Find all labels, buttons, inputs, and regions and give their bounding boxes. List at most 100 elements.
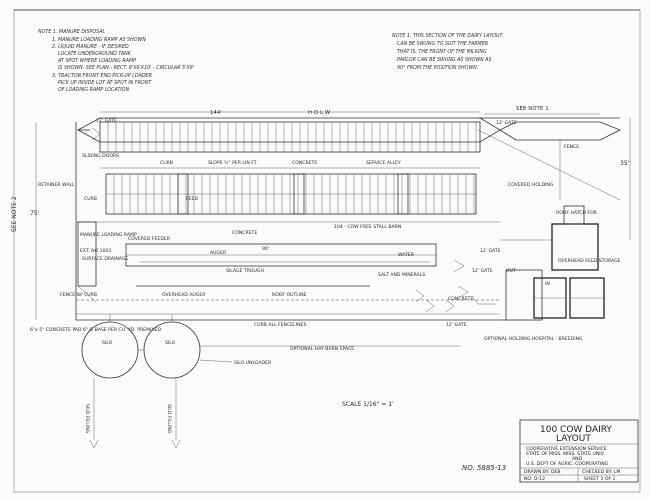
- label-covered-feeder: COVERED FEEDER: [128, 236, 171, 242]
- label-water: WATER: [398, 252, 415, 258]
- north-stall-block: [99, 121, 481, 153]
- ramp-slope-line: [77, 285, 97, 303]
- crossover-3: [397, 173, 409, 215]
- drawing-labels: 12' GATE 12' GATE 12' GATE 12' GATE 12' …: [30, 110, 630, 472]
- label-feed: FEED: [186, 196, 198, 202]
- label-ext-no: EXT. NO 1003: [80, 248, 111, 254]
- gate-chevrons: [91, 127, 469, 313]
- label-hay-barn: OPTIONAL HAY BARN SPACE: [290, 346, 354, 352]
- label-silo-filling-1: SILO FILLING: [84, 404, 90, 434]
- lot-outline: [75, 122, 500, 321]
- label-roof-hatch: ROOF HATCH FOR: [556, 210, 598, 216]
- label-curb-left: CURB: [84, 196, 97, 202]
- notes-left: NOTE 1. MANURE DISPOSAL 1. MANURE LOADIN…: [38, 29, 194, 93]
- label-concrete-top: CONCRETE: [292, 160, 317, 166]
- notes-right-line: PARLOR CAN BE SWUNG AS SHOWN AS: [397, 57, 492, 63]
- chevron-icon: [445, 299, 455, 313]
- notes-right-line: THAT IS, THE FRONT OF THE MILKING: [397, 49, 487, 55]
- label-scale: SCALE 1/16" = 1': [342, 401, 394, 408]
- label-gate-mid-right-2: 12' GATE: [472, 268, 493, 274]
- label-dim-left: 75': [30, 210, 40, 217]
- notes-left-line: AT SPOT WHERE LOADING RAMP: [57, 58, 136, 64]
- roof-hatch-box: [563, 205, 585, 225]
- label-curb-top: CURB: [160, 160, 173, 166]
- label-fence: FENCE: [564, 144, 579, 150]
- out-room: [505, 269, 543, 321]
- chevron-icon: [425, 299, 435, 313]
- notes-right: NOTE 1. THIS SECTION OF THE DAIRY LAYOUT…: [392, 33, 600, 115]
- label-in: IN: [545, 281, 550, 287]
- concrete-arrow: [471, 295, 496, 305]
- label-dim-90: 90': [262, 246, 269, 252]
- notes-left-line: 1. MANURE LOADING RAMP AS SHOWN: [52, 37, 146, 43]
- label-out: OUT: [506, 268, 516, 274]
- holding-fence-diag: [477, 129, 621, 201]
- main-barn: [75, 117, 501, 321]
- chevron-icon: [415, 289, 425, 303]
- margin-see-note-2: SEE NOTE 2: [11, 196, 18, 232]
- title-block-line: STATE OF MISS. MISS. STATE UNIV.: [526, 451, 605, 457]
- crossover-2: [293, 173, 305, 215]
- label-curb-fencelines: CURB ALL FENCELINES: [254, 322, 306, 328]
- label-overhead-auger: OVERHEAD AUGER: [162, 292, 206, 298]
- label-surface-drainage: SURFACE DRAINAGE: [82, 256, 128, 262]
- notes-left-line: OF LOADING RAMP LOCATION: [58, 87, 129, 93]
- label-silage-trough: SILAGE TROUGH: [226, 268, 264, 274]
- label-retainer-wall: RETAINER WALL: [38, 182, 75, 188]
- title-block-subtitle: LAYOUT: [556, 434, 591, 444]
- manure-loading-ramp: [77, 221, 97, 287]
- label-silo-2: SILO: [165, 340, 176, 346]
- label-sliding-doors: SLIDING DOORS: [82, 153, 119, 159]
- chevron-icon: [457, 285, 469, 299]
- notes-left-line: IS SHOWN. SEE PLAN - RECT. 8'X6'X10' - C…: [58, 65, 194, 71]
- chevron-icon: [453, 259, 465, 273]
- arrow-down-icon: [171, 439, 181, 449]
- label-drawing-no: NO. 5885-13: [462, 464, 506, 472]
- title-block-line: U.S. DEPT OF AGRIC. COOPERATING: [526, 461, 609, 467]
- label-gate-top-left: 12' GATE: [96, 118, 117, 124]
- notes-right-line: NOTE 1. THIS SECTION OF THE DAIRY LAYOUT: [392, 33, 504, 39]
- gate-holding-north: [499, 121, 621, 141]
- label-concrete-right: CONCRETE: [448, 296, 473, 302]
- label-silo-unloader: SILO UNLOADER: [234, 360, 272, 366]
- label-dim-right: 35': [620, 160, 630, 167]
- label-fence-curb: FENCE W/ CURB: [60, 292, 97, 298]
- title-block-number: NO: D-12: [524, 476, 545, 482]
- title-block-drawn-by: DRAWN BY: DEB: [524, 469, 561, 475]
- crossover-1: [177, 173, 189, 215]
- title-block-title: 100 COW DAIRY: [540, 425, 612, 435]
- silo-unloader-leader: [199, 359, 233, 363]
- label-dim-top: 144': [210, 110, 222, 116]
- chevron-icon: [91, 127, 101, 141]
- north-stall-row-outline: [77, 117, 501, 143]
- notes-right-line: 90° FROM THE POSITION SHOWN.: [397, 65, 478, 71]
- label-slope: SLOPE ¼" PER LIN FT: [208, 160, 257, 166]
- notes-left-line: 2. LIQUID MANURE - IF DESIRED: [52, 44, 129, 50]
- label-overhead-feed: OVERHEAD FEED STORAGE: [558, 258, 621, 264]
- label-hospital: OPTIONAL HOLDING HOSPITAL - BREEDING: [484, 336, 583, 342]
- arrow-down-icon: [89, 439, 99, 449]
- stalls-south: [113, 174, 475, 214]
- title-block-line: AND: [572, 456, 583, 462]
- label-stall-barn: 104 - COW FREE STALL BARN: [334, 224, 401, 230]
- title-block-line: COOPERATIVE EXTENSION SERVICE: [526, 446, 607, 452]
- notes-left-line: 3. TRACTOR FRONT END PICK-UP LOADER: [52, 73, 152, 79]
- title-block-frame: [519, 419, 639, 483]
- label-covered-holding: COVERED HOLDING: [508, 182, 554, 188]
- notes-left-header: NOTE 1. MANURE DISPOSAL: [38, 29, 106, 35]
- label-roof-outline: ROOF OUTLINE: [272, 292, 307, 298]
- label-auger: AUGER: [210, 250, 227, 256]
- label-gate-mid-right: 12' GATE: [480, 248, 501, 254]
- milking-parlor-area: [471, 117, 621, 321]
- title-block: 100 COW DAIRY LAYOUT COOPERATIVE EXTENSI…: [519, 419, 639, 483]
- label-silo-filling-2: SILO FILLING: [166, 404, 172, 434]
- label-row-top: H O L W: [308, 110, 330, 116]
- label-manure-ramp: MANURE LOADING RAMP: [80, 232, 137, 238]
- title-block-checked-by: CHECKED BY: LM: [582, 469, 620, 475]
- label-service-alley: SERVICE ALLEY: [366, 160, 401, 166]
- see-note-1-label: SEE NOTE 1: [516, 106, 549, 112]
- label-silo-1: SILO: [102, 340, 113, 346]
- notes-left-line: LOCATE UNDERGROUND TANK: [58, 51, 132, 57]
- label-concrete-mid: CONCRETE: [232, 230, 257, 236]
